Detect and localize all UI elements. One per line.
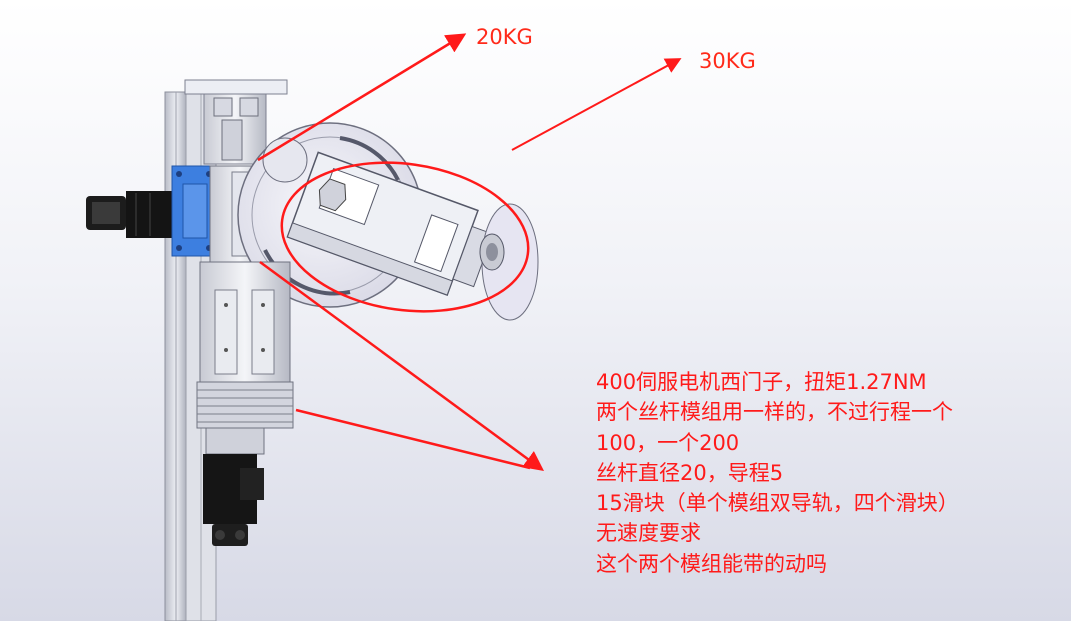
highlight-ellipse — [280, 161, 530, 313]
spindle-motor — [286, 151, 494, 297]
arrow-to-notes-lower — [295, 408, 531, 470]
blue-mounting-plate — [171, 165, 217, 257]
arrow-20kg — [257, 33, 467, 162]
vertical-servo-motor — [203, 427, 265, 546]
load-label-20kg: 20KG — [476, 25, 533, 49]
note-line: 无速度要求 — [596, 521, 701, 546]
bellows — [196, 381, 294, 429]
polishing-wheel — [479, 203, 539, 321]
note-line: 15滑块（单个模组双导轨，四个滑块） — [596, 491, 959, 516]
note-line: 这个两个模组能带的动吗 — [596, 551, 827, 576]
load-label-30kg: 30KG — [699, 49, 756, 73]
note-line: 两个丝杆模组用一样的，不过行程一个 — [596, 400, 953, 425]
notes-text-block: 400伺服电机西门子，扭矩1.27NM 两个丝杆模组用一样的，不过行程一个 10… — [596, 367, 1066, 579]
note-line: 400伺服电机西门子，扭矩1.27NM — [596, 370, 927, 394]
horizontal-servo-motor — [86, 191, 172, 238]
arrow-30kg — [511, 58, 682, 151]
note-line: 100，一个200 — [596, 430, 740, 455]
arrow-to-notes-upper — [259, 260, 545, 471]
note-line: 丝杆直径20，导程5 — [596, 460, 784, 485]
top-bracket — [184, 79, 288, 165]
vertical-slide-module — [199, 261, 291, 383]
